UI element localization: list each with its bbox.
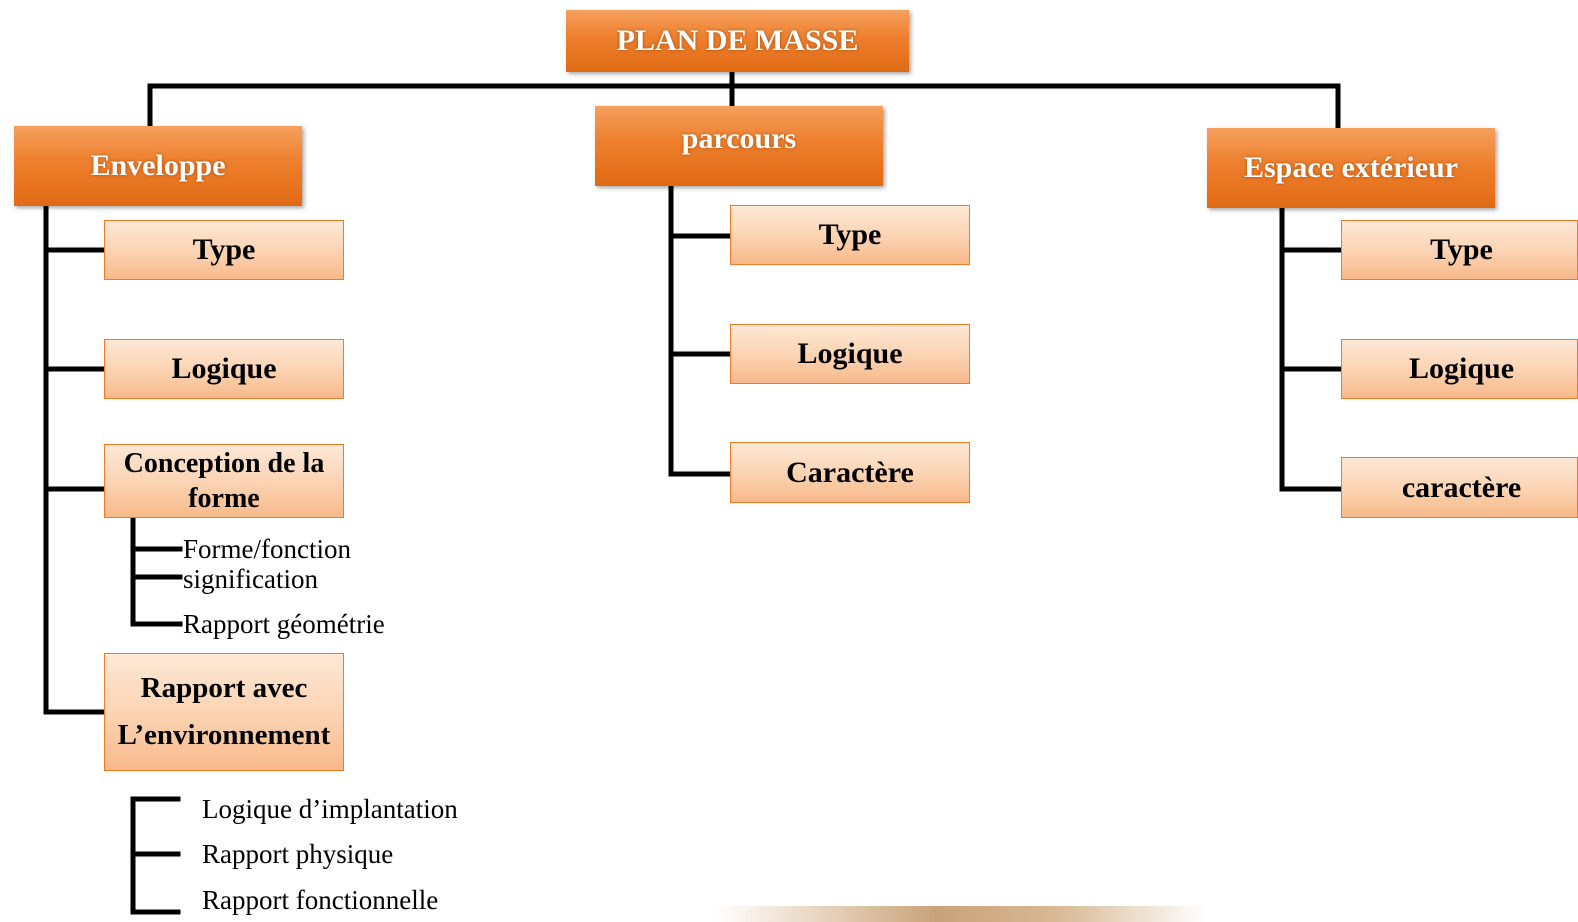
conception-forme-node: Conception de la forme [104,444,344,518]
conception-forme-line2: forme [188,483,260,514]
conception-forme-line1: Conception de la [123,448,325,479]
espace-exterieur-label: Espace extérieur [1243,151,1459,184]
espace-caractere-label: caractère [1401,470,1522,504]
rapport-fonctionnelle-label: Rapport fonctionnelle [202,885,439,915]
enveloppe-logique-node: Logique [104,339,344,399]
enveloppe-node: Enveloppe [14,126,302,206]
parcours-caractere-node: Caractère [730,442,970,503]
root-label: PLAN DE MASSE [616,24,859,57]
rapport-environnement-line1: Rapport avec [140,672,308,704]
espace-type-label: Type [1430,233,1493,266]
parcours-logique-label: Logique [797,337,903,370]
enveloppe-label: Enveloppe [90,149,226,182]
espace-type-node: Type [1341,220,1578,280]
espace-caractere-node: caractère [1341,457,1578,518]
parcours-type-node: Type [730,205,970,265]
parcours-caractere-label: Caractère [786,455,914,489]
parcours-node: parcours [595,106,883,186]
signification-label: signification [183,564,318,594]
enveloppe-logique-label: Logique [171,352,277,385]
parcours-type-label: Type [818,218,882,251]
root-node: PLAN DE MASSE [566,10,909,72]
espace-exterieur-node: Espace extérieur [1207,128,1495,208]
rapport-physique-label: Rapport physique [202,839,394,869]
enveloppe-type-node: Type [104,220,344,280]
enveloppe-type-label: Type [192,233,256,266]
espace-logique-label: Logique [1408,352,1515,385]
forme-fonction-label: Forme/fonction [183,534,351,564]
rapport-environnement-node: Rapport avec L’environnement [104,653,344,771]
parcours-label: parcours [681,122,797,155]
decorative-image-strip [716,906,1206,922]
rapport-geometrie-label: Rapport géométrie [183,609,385,639]
parcours-logique-node: Logique [730,324,970,384]
rapport-environnement-line2: L’environnement [117,719,331,751]
espace-logique-node: Logique [1341,339,1578,399]
logique-implantation-label: Logique d’implantation [202,794,458,824]
